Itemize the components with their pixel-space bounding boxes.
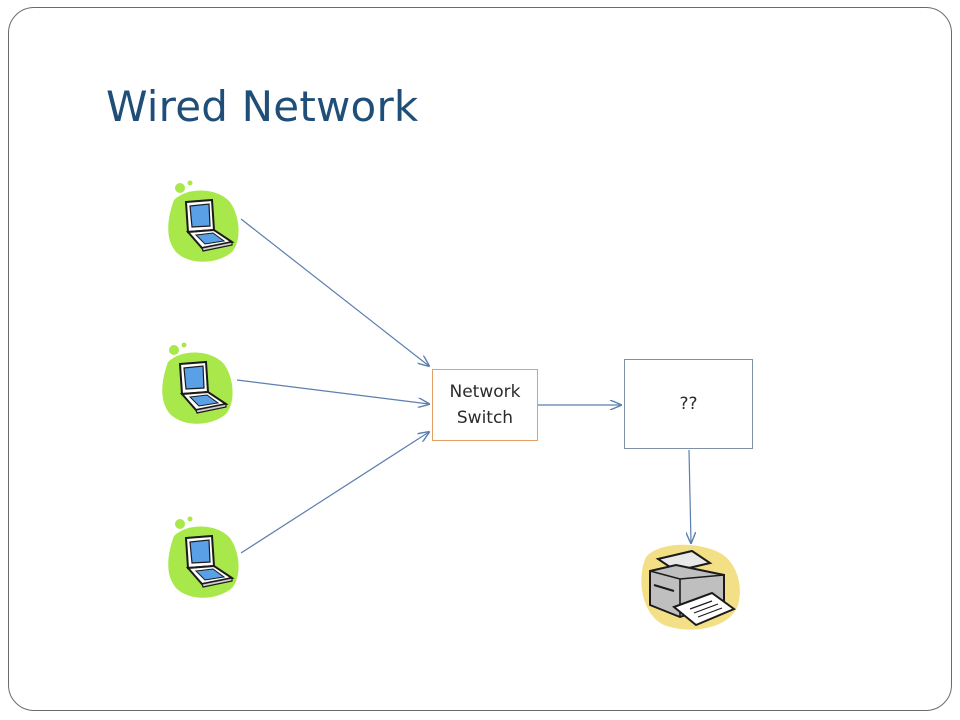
connector-laptop3-switch: [240, 432, 429, 554]
slide-title: Wired Network: [106, 82, 419, 131]
laptop-icon: [167, 179, 240, 263]
laptop-icon: [161, 341, 234, 425]
switch-label-line1: Network: [449, 382, 521, 402]
connector-unknown-printer: [689, 449, 691, 543]
unknown-device-label: ??: [679, 394, 698, 414]
slide-frame: [8, 7, 952, 711]
printer-icon: [641, 544, 740, 630]
laptop-icon: [167, 515, 240, 599]
switch-label-line2: Switch: [456, 408, 514, 428]
connector-laptop2-switch: [236, 379, 429, 404]
connector-laptop1-switch: [240, 218, 429, 366]
unknown-device-box: ??: [624, 359, 753, 449]
network-switch-box: Network Switch: [432, 369, 538, 441]
